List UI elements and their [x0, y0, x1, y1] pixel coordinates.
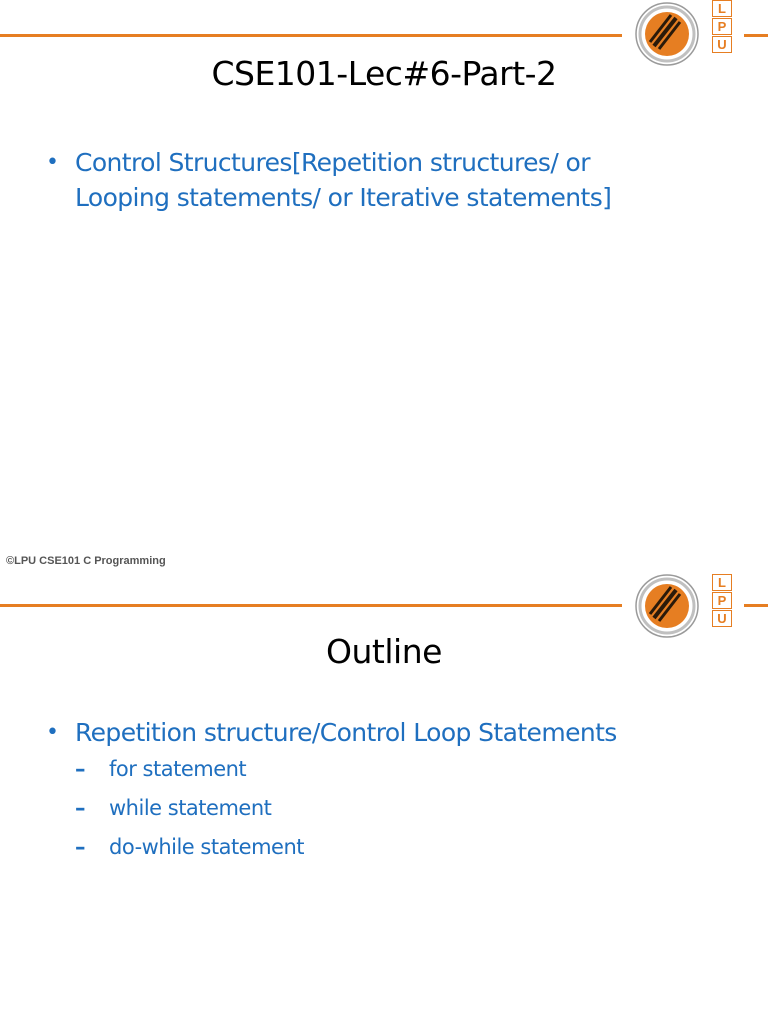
lpu-letters-logo: L P U [712, 0, 734, 54]
slide-title: CSE101-Lec#6-Part-2 [211, 54, 557, 93]
dash-marker: – [75, 796, 86, 820]
bullet-text: Repetition structure/Control Loop Statem… [75, 718, 617, 747]
bullet-item: • Repetition structure/Control Loop Stat… [46, 715, 755, 750]
bullet-list: • Repetition structure/Control Loop Stat… [46, 715, 755, 867]
slide-footer: ©LPU CSE101 C Programming [6, 555, 166, 567]
logo-letter-p: P [712, 592, 732, 609]
lpu-seal-icon [635, 574, 699, 638]
sub-list-item: – while statement [75, 789, 755, 828]
logo-letter-u: U [712, 36, 732, 53]
lpu-letters-logo: L P U [712, 574, 734, 628]
header-rule-right [744, 604, 768, 607]
sub-item-text: do-while statement [109, 835, 305, 859]
slide-2: L P U Outline • Repetition structure/Con… [0, 574, 768, 1024]
bullet-list: • Control Structures[Repetition structur… [46, 145, 755, 215]
sub-list-item: – do-while statement [75, 828, 755, 867]
sub-item-text: while statement [109, 796, 272, 820]
dash-marker: – [75, 835, 86, 859]
logo-letter-u: U [712, 610, 732, 627]
header-rule-left [0, 604, 622, 607]
bullet-line-1: Control Structures[Repetition structures… [75, 148, 590, 177]
logo-letter-p: P [712, 18, 732, 35]
header-rule-left [0, 34, 622, 37]
logo-letter-l: L [712, 574, 732, 591]
bullet-dot: • [46, 720, 59, 745]
bullet-line-2: Looping statements/ or Iterative stateme… [75, 183, 612, 212]
bullet-item: • Control Structures[Repetition structur… [46, 145, 755, 215]
header-rule-right [744, 34, 768, 37]
bullet-dot: • [46, 150, 59, 175]
dash-marker: – [75, 757, 86, 781]
slide-1: L P U CSE101-Lec#6-Part-2 • Control Stru… [0, 0, 768, 567]
sub-item-text: for statement [109, 757, 247, 781]
lpu-seal-icon [635, 2, 699, 66]
sub-list-item: – for statement [75, 750, 755, 789]
slide-title: Outline [326, 632, 442, 671]
logo-letter-l: L [712, 0, 732, 17]
